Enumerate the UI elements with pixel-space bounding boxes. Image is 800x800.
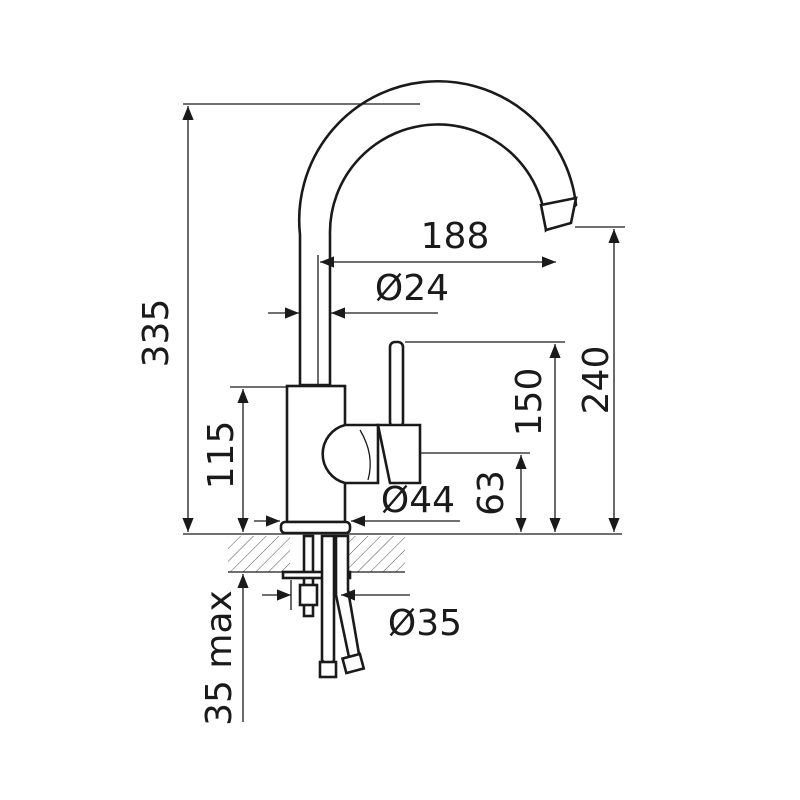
faucet-body [279,79,578,535]
label-188: 188 [421,216,490,257]
dimension-outlet-height: 240 [575,226,625,532]
dimension-mount-diameter: Ø35 [262,580,462,644]
label-35-max: 35 max [199,590,240,726]
dimension-handle-height: 63 [420,452,530,532]
dimension-spout-diameter: Ø24 [268,268,449,319]
label-d24: Ø24 [375,268,449,309]
label-63: 63 [471,470,512,516]
label-d35: Ø35 [388,603,462,644]
dimension-base-diameter: Ø44 [254,480,460,527]
label-335: 335 [136,299,177,368]
label-d44: Ø44 [381,480,455,521]
dimension-lever-height: 150 [405,341,565,532]
label-115: 115 [201,421,242,490]
dimension-body-height: 115 [201,386,287,532]
deck-surface [183,533,622,573]
dimension-max-deck-thickness: 35 max [199,574,249,726]
label-240: 240 [576,346,617,415]
dimension-total-height: 335 [136,103,420,532]
mounting-hardware [281,534,366,679]
dimension-spout-reach: 188 [317,216,556,385]
label-150: 150 [509,368,550,437]
